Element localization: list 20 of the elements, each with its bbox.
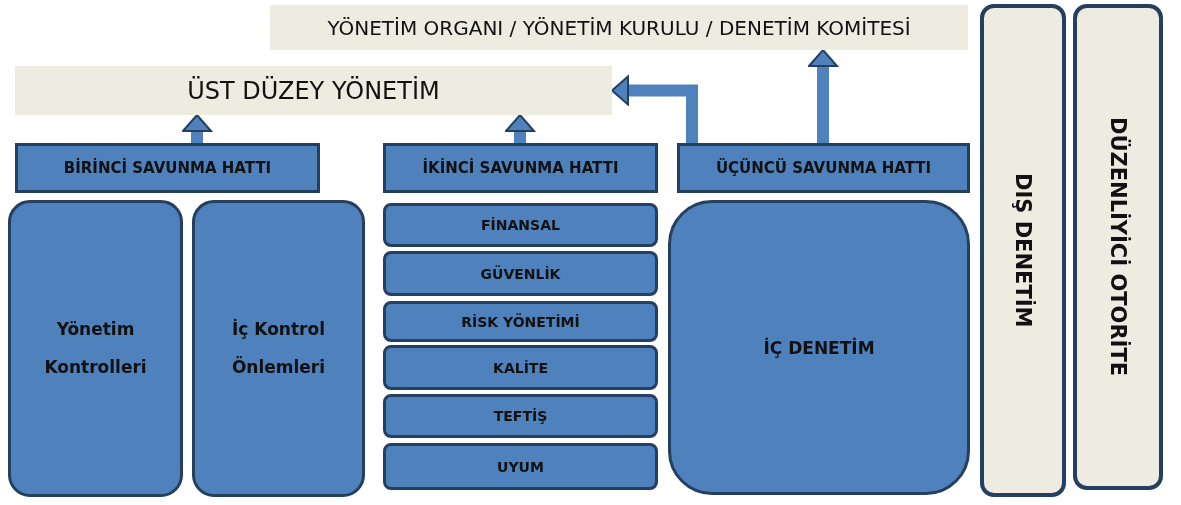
control-box: İç Kontrol Önlemleri <box>192 200 365 497</box>
audit-box: İÇ DENETİM <box>668 200 970 495</box>
block-arrow <box>611 75 698 143</box>
function-box: RİSK YÖNETİMİ <box>383 301 658 342</box>
block-arrow <box>808 49 838 143</box>
block-arrow <box>182 114 212 143</box>
regulator-bar: DÜZENLİYİCİ OTORİTE <box>1073 4 1163 490</box>
defense-line-bar: BİRİNCİ SAVUNMA HATTI <box>15 143 320 193</box>
function-box: TEFTİŞ <box>383 394 658 438</box>
defense-line-bar: ÜÇÜNCÜ SAVUNMA HATTI <box>677 143 970 193</box>
function-box: KALİTE <box>383 345 658 390</box>
management-band: ÜST DÜZEY YÖNETİM <box>15 66 612 115</box>
function-box: UYUM <box>383 443 658 490</box>
block-arrow <box>505 114 535 143</box>
function-box: FİNANSAL <box>383 203 658 247</box>
control-box: Yönetim Kontrolleri <box>8 200 183 497</box>
external-audit-bar: DIŞ DENETİM <box>980 4 1066 497</box>
governance-band: YÖNETİM ORGANI / YÖNETİM KURULU / DENETİM KOMİTESİ <box>270 5 968 50</box>
defense-line-bar: İKİNCİ SAVUNMA HATTI <box>383 143 658 193</box>
function-box: GÜVENLİK <box>383 251 658 296</box>
